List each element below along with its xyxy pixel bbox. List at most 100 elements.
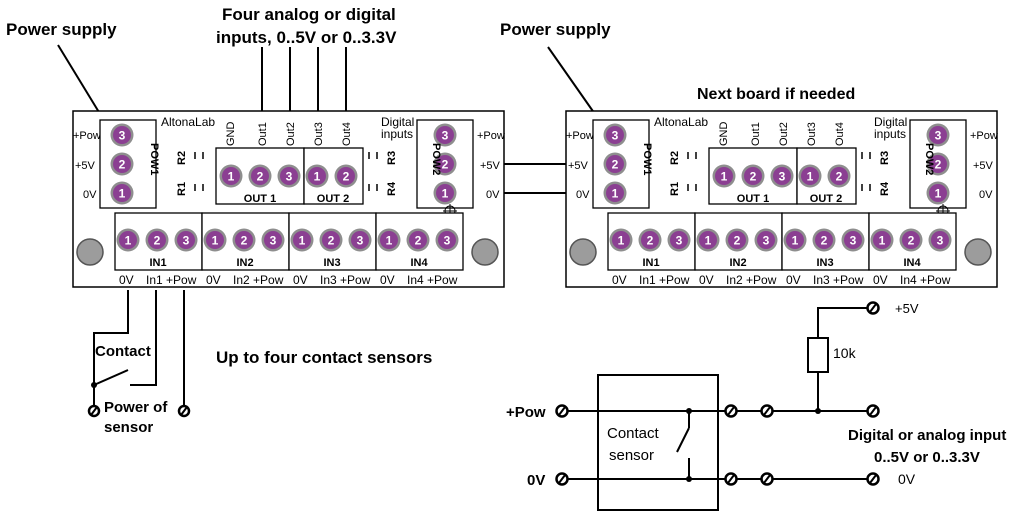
pin-number: 1	[618, 234, 625, 248]
digital-analog-line2: 0..5V or 0..3.3V	[874, 449, 980, 466]
pin-2: 2	[741, 164, 765, 188]
brand-label: AltonaLab	[654, 115, 708, 129]
pin-number: 2	[612, 158, 619, 172]
pin-number: 1	[228, 170, 235, 184]
mounting-hole	[76, 238, 104, 266]
in-bottom-label: 0V	[786, 273, 801, 287]
pin-number: 3	[119, 129, 126, 143]
pin-2: 2	[334, 164, 358, 188]
pin-number: 2	[415, 234, 422, 248]
pin-number: 1	[935, 187, 942, 201]
in-label: IN4	[903, 257, 921, 269]
pin-2: 2	[110, 152, 134, 176]
v5-label-left: +5V	[568, 160, 589, 172]
pin-2: 2	[248, 164, 272, 188]
in-label: IN2	[729, 257, 746, 269]
v5-label-right: +5V	[973, 160, 994, 172]
pin-number: 3	[444, 234, 451, 248]
in-bottom-label: In1 +Pow	[639, 273, 690, 287]
pin-number: 2	[836, 170, 843, 184]
pin-2: 2	[899, 228, 923, 252]
out2-group-label: OUT 2	[317, 193, 349, 205]
out2-label: Out2	[778, 122, 790, 146]
pin-1: 1	[377, 228, 401, 252]
pin-number: 3	[779, 170, 786, 184]
pin-3: 3	[928, 228, 952, 252]
pow-label-right: +Pow	[970, 130, 998, 142]
four-inputs-label-line1: Four analog or digital	[222, 5, 396, 24]
in-label: IN2	[236, 257, 253, 269]
in-bottom-label: In2 +Pow	[726, 273, 777, 287]
out1-label: Out1	[257, 122, 269, 146]
pin-3: 3	[277, 164, 301, 188]
brand-label: AltonaLab	[161, 115, 215, 129]
pin-3: 3	[348, 228, 372, 252]
pin-number: 3	[357, 234, 364, 248]
in-bottom-label: 0V	[612, 273, 627, 287]
r2-label: R2	[176, 151, 188, 165]
r4-label: R4	[879, 181, 891, 196]
pin-number: 2	[821, 234, 828, 248]
pin-number: 3	[286, 170, 293, 184]
pin-3: 3	[926, 123, 950, 147]
pin-1: 1	[798, 164, 822, 188]
pin-number: 3	[935, 129, 942, 143]
pin-2: 2	[232, 228, 256, 252]
terminal	[866, 404, 880, 418]
pin-number: 3	[270, 234, 277, 248]
out3-label: Out3	[313, 122, 325, 146]
pin-2: 2	[725, 228, 749, 252]
next-board-label: Next board if needed	[697, 86, 855, 103]
pin-1: 1	[219, 164, 243, 188]
out1-group-label: OUT 1	[737, 193, 769, 205]
pin-number: 3	[763, 234, 770, 248]
digital-label-line1: Digital	[874, 115, 907, 129]
pow1-label: POW1	[641, 143, 653, 175]
pin-number: 2	[241, 234, 248, 248]
out2-group-label: OUT 2	[810, 193, 842, 205]
pin-number: 3	[442, 129, 449, 143]
pin-number: 3	[937, 234, 944, 248]
in-bottom-label: In4 +Pow	[407, 273, 458, 287]
sensor-label-line1: Contact	[607, 425, 660, 442]
output-wires	[261, 47, 347, 115]
pin-3: 3	[603, 123, 627, 147]
pin-number: 2	[328, 234, 335, 248]
power-of-sensor-line1: Power of	[104, 399, 168, 416]
contact-sensor-box	[597, 374, 719, 511]
terminal	[760, 404, 774, 418]
terminal	[724, 404, 738, 418]
out2-label: Out2	[285, 122, 297, 146]
r2-label: R2	[669, 151, 681, 165]
zero-v-out-label: 0V	[898, 471, 916, 487]
out1-group-label: OUT 1	[244, 193, 276, 205]
contact-node	[91, 382, 97, 388]
pin-2: 2	[926, 152, 950, 176]
pin-1: 1	[110, 181, 134, 205]
resistor-label: 10k	[833, 345, 857, 361]
pin-3: 3	[667, 228, 691, 252]
power-supply-label-left: Power supply	[6, 20, 117, 39]
pin-number: 2	[257, 170, 264, 184]
up-to-four-label: Up to four contact sensors	[216, 348, 432, 367]
out4-label: Out4	[834, 122, 846, 146]
pow-in-label: +Pow	[506, 404, 546, 421]
mounting-hole	[964, 238, 992, 266]
plus5v-label: +5V	[895, 301, 919, 316]
pin-1: 1	[696, 228, 720, 252]
terminal	[555, 472, 569, 486]
pin-1: 1	[870, 228, 894, 252]
in-label: IN3	[323, 257, 340, 269]
pin-number: 2	[442, 158, 449, 172]
pin-2: 2	[319, 228, 343, 252]
out3-label: Out3	[806, 122, 818, 146]
pin-number: 2	[935, 158, 942, 172]
pin-number: 2	[343, 170, 350, 184]
pin-2: 2	[145, 228, 169, 252]
r1-label: R1	[176, 182, 188, 196]
v0-label-right: 0V	[486, 189, 500, 201]
terminal	[866, 472, 880, 486]
pow-label-right: +Pow	[477, 130, 505, 142]
pin-3: 3	[174, 228, 198, 252]
